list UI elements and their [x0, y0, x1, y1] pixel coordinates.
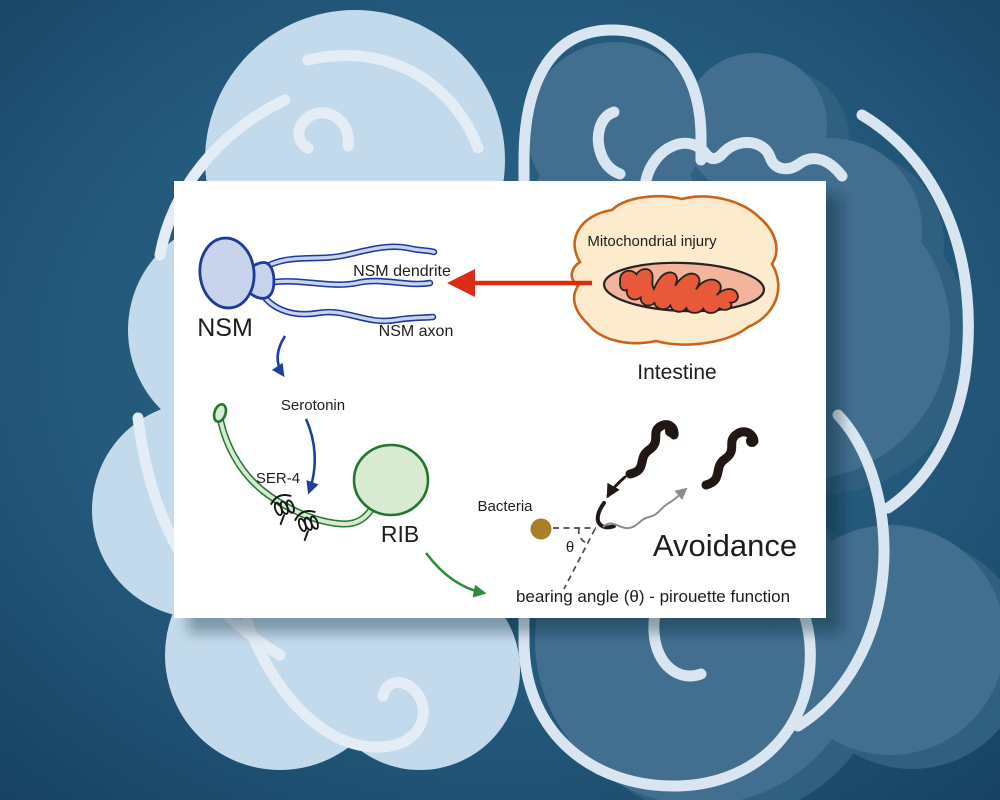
rib-soma	[352, 443, 430, 517]
gyrus-line	[640, 137, 848, 186]
serotonin-to-rib-arrow	[304, 418, 319, 495]
nsm-label: NSM	[197, 314, 253, 342]
gyrus-line	[518, 24, 707, 651]
gyrus-line	[856, 109, 974, 514]
theta-label: θ	[566, 539, 574, 556]
nsm-dendrite-branch	[258, 245, 436, 272]
serotonin-label: Serotonin	[281, 397, 345, 414]
injury-arrowhead	[447, 269, 475, 297]
nsm-soma	[198, 236, 256, 310]
intestine-label: Intestine	[637, 361, 716, 384]
mitochondrion-cristae	[619, 268, 739, 314]
worm-turn-path	[595, 501, 616, 530]
bacteria-dot	[530, 518, 552, 540]
mitochondrial-injury-label: Mitochondrial injury	[587, 233, 717, 250]
avoidance-label: Avoidance	[653, 528, 797, 563]
nsm-to-serotonin-arrow	[271, 335, 287, 378]
worm-trajectory	[602, 487, 688, 530]
gyrus-line	[154, 94, 291, 261]
worm-far-head	[746, 435, 758, 447]
bearing-function-label: bearing angle (θ) - pirouette function	[516, 587, 790, 606]
rib-process-tip	[212, 402, 228, 424]
theta-arc	[577, 527, 589, 545]
rib-process	[217, 410, 375, 527]
rib-label: RIB	[381, 521, 419, 547]
brain-left-gyri	[132, 50, 484, 753]
nsm-processes	[256, 243, 438, 325]
gyrus-line	[241, 616, 429, 753]
bearing-dashed-line-diagonal	[563, 528, 596, 590]
nsm-dendrite-label: NSM dendrite	[353, 263, 451, 280]
rib-output-arrow	[424, 552, 487, 598]
worm-far	[701, 427, 759, 490]
gyrus-line	[293, 107, 354, 154]
worm-turn-arrow	[606, 475, 627, 499]
gyrus-line	[792, 409, 890, 732]
gyrus-line	[592, 106, 626, 180]
worm-near	[625, 420, 679, 479]
bacteria-label: Bacteria	[477, 498, 533, 515]
nsm-axon-branch	[258, 288, 435, 323]
ser4-label: SER-4	[256, 470, 300, 487]
nsm-neuron	[198, 236, 438, 325]
nsm-axon-label: NSM axon	[379, 323, 454, 340]
rib-neuron	[212, 402, 430, 542]
gyrus-line	[302, 50, 484, 154]
worm-near-head	[665, 425, 677, 437]
nsm-dendrite-branch	[260, 279, 432, 287]
